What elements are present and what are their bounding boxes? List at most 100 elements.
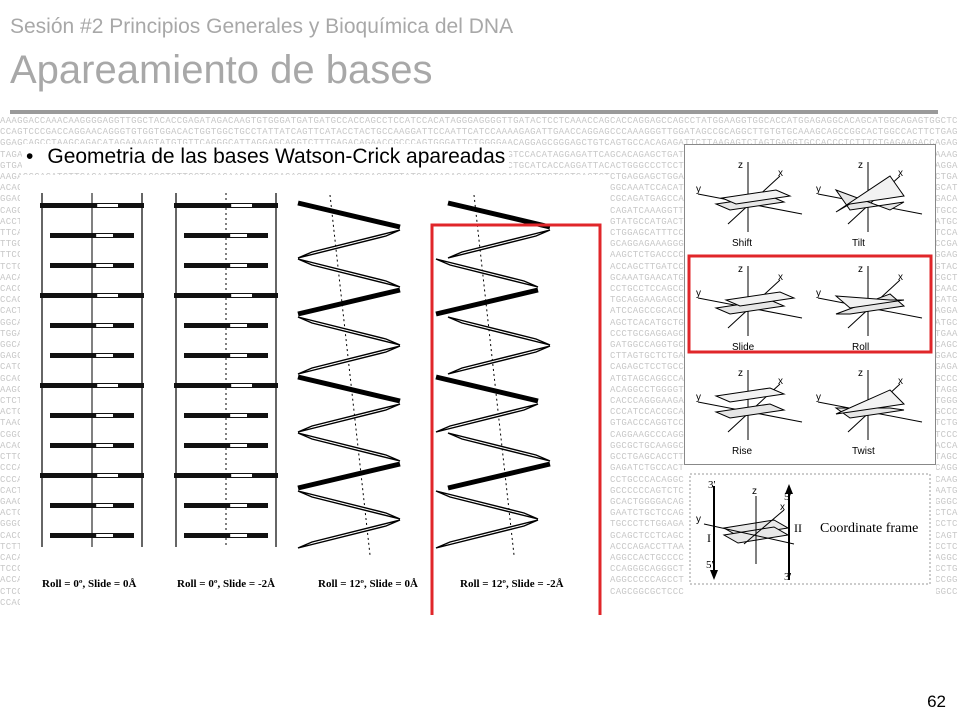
x-axis-label: x	[898, 168, 903, 179]
z-axis-label: z	[858, 160, 863, 171]
lower-base-pair	[834, 188, 905, 211]
base-pair-gap	[231, 474, 252, 477]
coordinate-frame-label: Coordinate frame	[820, 521, 919, 537]
z-axis-label: z	[738, 160, 743, 171]
label-5prime-top: 5'	[784, 491, 792, 503]
base-pair-slab	[435, 258, 539, 288]
svg-text:x: x	[780, 502, 785, 513]
highlight-box-left	[430, 223, 602, 615]
upper-base-pair	[720, 189, 792, 205]
base-pair-slab	[297, 519, 401, 549]
y-axis-label: y	[696, 184, 701, 195]
base-pair-bar	[447, 461, 551, 491]
label-strand-ii: II	[794, 521, 802, 535]
upper-base-pair	[724, 291, 796, 307]
base-pair-gap	[97, 474, 118, 477]
helix-axis	[329, 194, 371, 556]
panel-label: Shift	[732, 238, 752, 249]
stack-roll0-slide-2	[174, 193, 278, 547]
base-pair-bar	[184, 413, 268, 418]
base-pair-bar	[50, 263, 134, 268]
panel-label: Twist	[852, 446, 875, 457]
caption-stack-3: Roll = 12º, Slide = 0Å	[318, 578, 418, 590]
label-3prime-top: 3'	[708, 479, 716, 491]
base-pair-gap	[96, 354, 113, 357]
base-pair-bar	[297, 287, 401, 317]
base-pair-gap	[96, 234, 113, 237]
base-pair-slab	[297, 432, 401, 462]
upper-base-pair	[714, 387, 786, 403]
base-pair-gap	[230, 414, 247, 417]
caption-stack-2: Roll = 0º, Slide = -2Å	[177, 578, 275, 590]
slide-number: 62	[927, 692, 946, 711]
y-axis-label: y	[816, 392, 821, 403]
base-pair-bar	[435, 374, 539, 404]
z-axis-label: z	[738, 264, 743, 275]
base-pair-slab	[297, 229, 401, 259]
base-pair-gap	[230, 324, 247, 327]
base-pair-gap	[97, 294, 118, 297]
base-pair-slab	[297, 490, 401, 520]
base-pair-bar	[40, 293, 144, 298]
upper-base-pair	[834, 295, 905, 309]
base-pair-bar	[40, 203, 144, 208]
base-pair-bar	[435, 287, 539, 317]
base-pair-bar	[50, 443, 134, 448]
base-pair-gap	[96, 534, 113, 537]
base-pair-gap	[96, 414, 113, 417]
coordinate-frame-box	[689, 473, 931, 585]
label-strand-i: I	[707, 531, 711, 545]
base-pair-gap	[96, 504, 113, 507]
base-pair-bar	[184, 263, 268, 268]
panel-label: Slide	[732, 342, 755, 353]
z-axis-label: z	[738, 368, 743, 379]
bullet-icon: •	[26, 145, 34, 168]
x-axis-label: x	[898, 376, 903, 387]
stack-roll12-slide0	[297, 194, 401, 556]
base-pair-bar	[174, 473, 278, 478]
base-pair-bar	[174, 383, 278, 388]
coordinate-frame-diagram: z x y 3' 5' 5' 3' I II	[696, 479, 802, 583]
panel-label: Rise	[732, 446, 752, 457]
svg-text:y: y	[696, 514, 701, 525]
lower-base-pair	[714, 403, 786, 419]
base-pair-bar	[184, 503, 268, 508]
base-pair-gap	[97, 204, 118, 207]
base-pair-gap	[230, 234, 247, 237]
base-pair-bar	[50, 533, 134, 538]
panel-label: Tilt	[852, 238, 865, 249]
base-pair-gap	[230, 534, 247, 537]
caption-stack-1: Roll = 0º, Slide = 0Å	[42, 578, 136, 590]
label-3prime-bottom: 3'	[784, 571, 792, 583]
base-pair-bar	[40, 473, 144, 478]
base-pair-bar	[184, 443, 268, 448]
base-pair-bar	[184, 533, 268, 538]
stack-roll12-slide-2	[435, 194, 551, 556]
base-pair-gap	[96, 324, 113, 327]
base-pair-slab	[435, 403, 539, 433]
y-axis-label: y	[816, 288, 821, 299]
base-pair-bar	[297, 461, 401, 491]
highlight-box-right	[687, 254, 933, 354]
base-pair-bar	[297, 200, 401, 230]
x-axis-label: x	[778, 376, 783, 387]
base-pair-stacks-figure: Roll = 0º, Slide = 0Å Roll = 0º, Slide =…	[20, 175, 610, 615]
panel-label: Roll	[852, 342, 869, 353]
step-parameters-figure: zxyShiftzxyTiltzxySlidezxyRollzxyRisezxy…	[684, 144, 936, 594]
base-pair-bar	[174, 293, 278, 298]
stack-roll0-slide0	[40, 193, 144, 547]
base-pair-bar	[50, 413, 134, 418]
base-pair-slab	[435, 519, 539, 549]
base-pair-bar	[174, 203, 278, 208]
base-pair-slab	[447, 229, 551, 259]
base-pair-slab	[447, 432, 551, 462]
base-pair-slab	[435, 490, 539, 520]
base-pair-bar	[184, 323, 268, 328]
base-pair-slab	[447, 316, 551, 346]
page-title: Apareamiento de bases	[10, 48, 433, 92]
upper-base-pair	[835, 389, 906, 415]
base-pair-bar	[297, 374, 401, 404]
base-pair-gap	[230, 354, 247, 357]
